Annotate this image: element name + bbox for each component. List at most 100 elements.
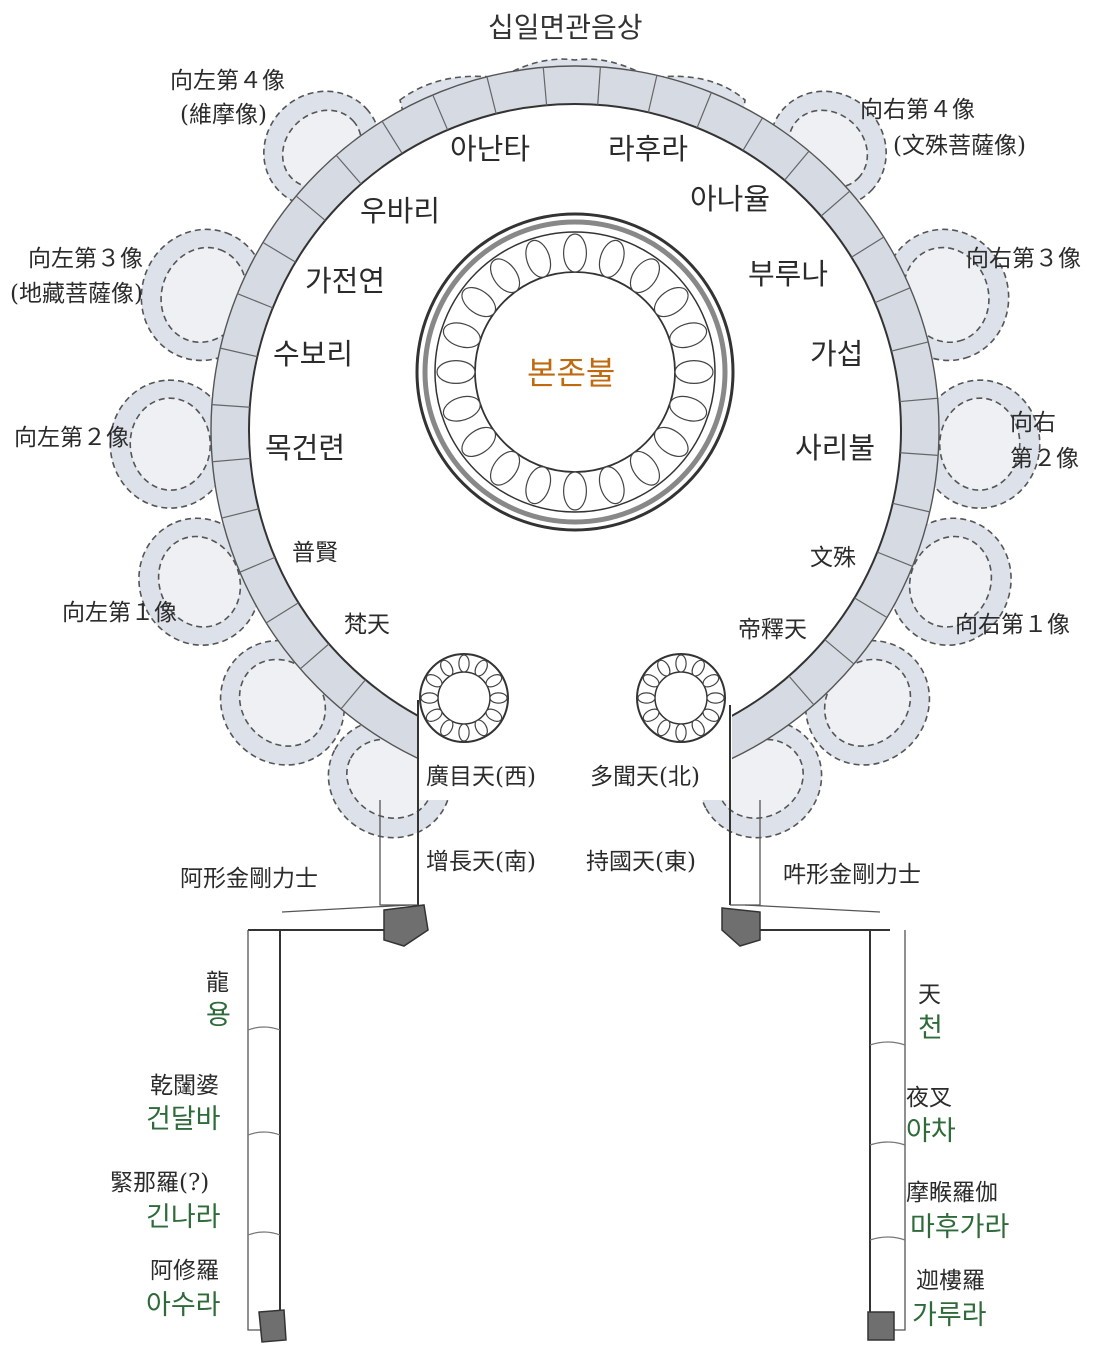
- right-class-3-korean: 마후가라: [910, 1212, 1010, 1243]
- lotus-petal: [642, 674, 660, 688]
- wall-slab-joint: [432, 94, 449, 131]
- lotus-petal: [702, 674, 720, 688]
- wall-slab-joint: [237, 293, 273, 309]
- lotus-petal: [669, 395, 708, 422]
- left-class-3-hanja: 緊那羅(?): [110, 1170, 210, 1196]
- wall-slab-joint: [221, 508, 259, 519]
- base-blocks: [258, 904, 895, 1343]
- lotus-petal: [474, 719, 488, 737]
- wall-slab-joint: [597, 66, 601, 105]
- wall-slab-joint: [788, 675, 815, 706]
- left-class-1-korean: 용: [206, 1000, 231, 1031]
- niche-shape: [138, 517, 261, 646]
- wall-slabs: [211, 66, 939, 710]
- niche-left-3-label: 向左第３像: [28, 246, 143, 272]
- right-pillar: [636, 653, 726, 743]
- lotus-petal: [669, 322, 708, 349]
- brahma-label: 梵天: [344, 612, 390, 638]
- niche-right-4-label: 向右第４像: [860, 97, 975, 123]
- lotus-petal: [674, 360, 714, 385]
- panel-joint: [869, 1236, 906, 1241]
- main-buddha-pedestal: [415, 212, 735, 532]
- king-east-label: 持國天(東): [586, 849, 696, 875]
- right-class-3-hanja: 摩睺羅伽: [906, 1180, 998, 1206]
- lotus-petal: [489, 692, 508, 704]
- lotus-petal: [485, 708, 503, 722]
- wall-slab-joint: [899, 397, 938, 403]
- panel-joint: [869, 1141, 906, 1146]
- left-class-3-korean: 긴나라: [146, 1202, 221, 1233]
- panel-joint: [247, 1026, 281, 1031]
- lotus-petal: [461, 286, 497, 318]
- niche-right-4-sub: (文殊菩薩像): [893, 133, 1026, 159]
- wall-slab-joint: [212, 457, 251, 463]
- lotus-petal: [458, 654, 470, 673]
- right-class-2-korean: 야차: [906, 1116, 956, 1147]
- samantabhadra-label: 普賢: [292, 540, 338, 566]
- disciple-maudgalyayana: 목건련: [265, 431, 346, 465]
- side-relief-panels: [247, 1026, 906, 1241]
- niche-shape: [889, 517, 1012, 646]
- niche-right-1-label: 向右第１像: [955, 612, 1070, 638]
- wall-slab-joint: [696, 92, 712, 128]
- main-buddha-label: 본존불: [527, 354, 616, 392]
- lotus-petal: [458, 723, 470, 742]
- disciple-kasyapa: 가섭: [810, 337, 864, 371]
- lotus-petal: [420, 692, 439, 704]
- wall-slab-joint: [239, 556, 276, 573]
- lotus-petal: [562, 471, 587, 511]
- king-south-label: 增長天(南): [426, 849, 536, 875]
- wall-slab-joint: [265, 602, 299, 624]
- lotus-petal: [436, 359, 476, 384]
- wall-slab-joint: [784, 150, 810, 181]
- left-class-4-korean: 아수라: [146, 1290, 221, 1321]
- wall-slab-joint: [647, 75, 658, 113]
- lotus-petal: [706, 692, 725, 704]
- panel-joint: [247, 1231, 281, 1236]
- left-pillar: [419, 653, 509, 743]
- lotus-petal: [442, 395, 481, 422]
- king-west-label: 廣目天(西): [426, 764, 536, 790]
- lotus-petal: [657, 719, 671, 737]
- disciple-upali: 우바리: [360, 194, 441, 228]
- lotus-petal: [702, 708, 720, 722]
- indra-label: 帝釋天: [738, 617, 807, 643]
- wall-slab-joint: [820, 190, 851, 217]
- wall-slab-joint: [299, 643, 330, 670]
- lotus-petal: [474, 659, 488, 677]
- king-north-label: 多聞天(北): [590, 764, 700, 790]
- niche-right-2-label: 向右: [1010, 410, 1056, 436]
- guardian-left-label: 阿形金剛力士: [180, 866, 318, 892]
- right-class-4-korean: 가루라: [912, 1300, 987, 1331]
- guardian-right-label: 吽形金剛力士: [783, 862, 921, 888]
- lotus-petal: [598, 239, 625, 278]
- lotus-petal: [629, 450, 661, 486]
- niche-left-3-sub: (地藏菩薩像): [10, 281, 143, 307]
- lotus-petal: [657, 659, 671, 677]
- wall-slab-joint: [295, 195, 326, 221]
- niche-shape: [109, 379, 232, 509]
- disciple-rahula: 라후라: [608, 132, 689, 166]
- wall-slab-joint: [874, 287, 911, 304]
- disciple-katyayana: 가전연: [305, 264, 386, 298]
- disciple-ananda: 아난타: [450, 132, 531, 166]
- lotus-petal: [440, 719, 454, 737]
- wall-slab-joint: [854, 597, 888, 618]
- disciple-sariputra: 사리불: [795, 431, 876, 465]
- lotus-petal: [440, 659, 454, 677]
- lotus-petal: [691, 659, 705, 677]
- wall-slab-joint: [381, 120, 403, 154]
- right-class-1-hanja: 天: [918, 982, 941, 1008]
- diagram-title: 십일면관음상: [488, 11, 643, 44]
- left-class-2-korean: 건달바: [146, 1104, 221, 1135]
- niche-right-2-sub: 第２像: [1010, 446, 1079, 472]
- niche-right-3-label: 向右第３像: [966, 246, 1081, 272]
- wall-slab-joint: [900, 452, 939, 456]
- wall-slab-joint: [220, 347, 258, 358]
- left-class-2-hanja: 乾闥婆: [150, 1073, 219, 1099]
- niche-left-1-label: 向左第１像: [62, 600, 177, 626]
- lotus-petal: [485, 674, 503, 688]
- panel-joint: [247, 1131, 281, 1136]
- lotus-petal: [425, 674, 443, 688]
